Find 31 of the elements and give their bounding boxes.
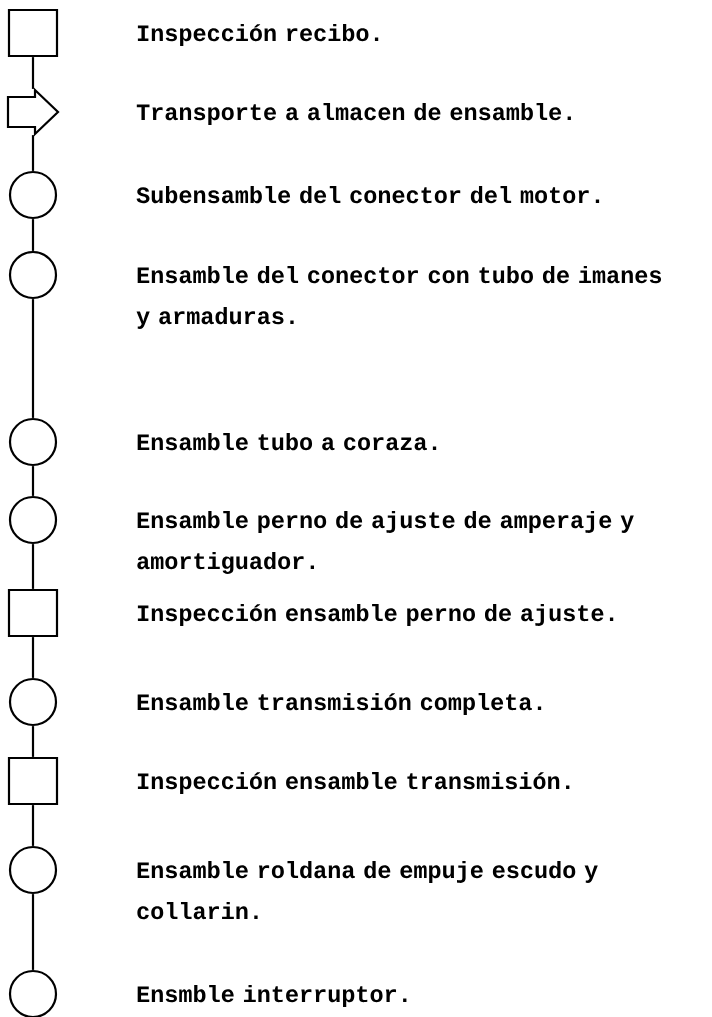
step-label: Ensamble del conector con tubo de imanes y armaduras. (136, 266, 662, 329)
connector-line (31, 894, 35, 970)
connector-line (31, 299, 35, 418)
inspection-square (7, 756, 59, 806)
step-label: Ensamble tubo a coraza. (137, 433, 437, 451)
step-label: Ensmble interruptor. (137, 984, 407, 1007)
connector-line (31, 726, 35, 757)
step-label: Inspección recibo. (137, 24, 379, 46)
operation-circle (8, 495, 58, 545)
step-label: Inspección ensamble perno de ajuste. (137, 604, 614, 626)
connector-line (31, 57, 35, 89)
connector-line (31, 219, 35, 251)
inspection-square (7, 8, 59, 58)
connector-line (31, 466, 35, 496)
step-label: Inspección ensamble transmisión. (137, 771, 570, 794)
transport-symbol (6, 87, 60, 137)
operation-circle (8, 845, 58, 895)
step-label: Ensamble perno de ajuste de amperaje y amortiguador. (137, 511, 634, 574)
inspection-square (7, 588, 59, 638)
operation-circle (8, 250, 58, 300)
connector-line (31, 637, 35, 678)
operation-circle (8, 170, 58, 220)
step-label: Ensamble transmisión completa. (137, 693, 542, 715)
connector-line (31, 544, 35, 589)
step-label: Subensamble del conector del motor. (136, 186, 600, 204)
operation-circle (8, 677, 58, 727)
step-label: Ensamble roldana de empuje escudo y collarin. (137, 860, 598, 920)
step-label: Transporte a almacen de ensamble. (136, 103, 571, 125)
operation-circle (8, 417, 58, 467)
connector-line (31, 805, 35, 846)
connector-line (31, 135, 35, 171)
